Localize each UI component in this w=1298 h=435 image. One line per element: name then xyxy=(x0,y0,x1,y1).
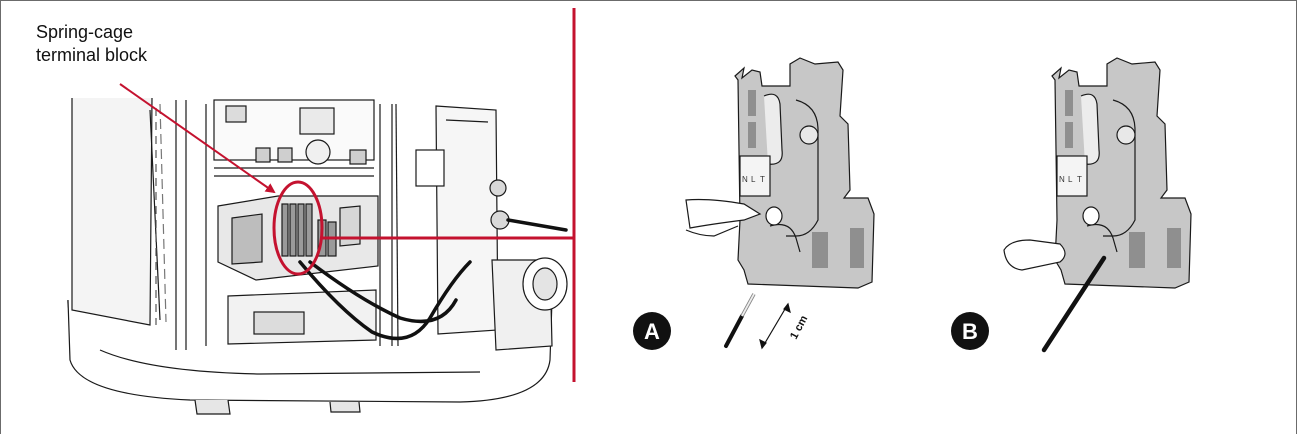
callout-label: Spring-cage terminal block xyxy=(36,21,147,67)
step-marker-b: B xyxy=(951,312,989,350)
callout-arrow xyxy=(119,83,276,194)
dimension-indicator xyxy=(759,302,791,350)
terminal-label-l-b: L xyxy=(1068,175,1073,184)
terminal-label-n-a: N xyxy=(742,175,748,184)
terminal-label-t-a: T xyxy=(760,175,765,184)
terminal-block-highlight xyxy=(272,180,324,276)
terminal-label-l-a: L xyxy=(751,175,756,184)
step-letter-b: B xyxy=(962,319,978,344)
dimension-label: 1 cm xyxy=(788,313,810,341)
screwdriver-a xyxy=(685,198,762,237)
terminal-module-a xyxy=(734,57,875,289)
finger-b xyxy=(1003,239,1066,271)
inserted-wire xyxy=(1041,255,1107,353)
terminal-module-b xyxy=(1051,57,1192,289)
terminal-label-t-b: T xyxy=(1077,175,1082,184)
step-letter-a: A xyxy=(644,319,660,344)
step-marker-a: A xyxy=(633,312,671,350)
callout-line-1: Spring-cage xyxy=(36,22,134,42)
terminal-label-n-b: N xyxy=(1059,175,1065,184)
cables xyxy=(298,218,568,341)
callout-line-2: terminal block xyxy=(36,45,148,65)
stripped-wire xyxy=(724,293,756,348)
